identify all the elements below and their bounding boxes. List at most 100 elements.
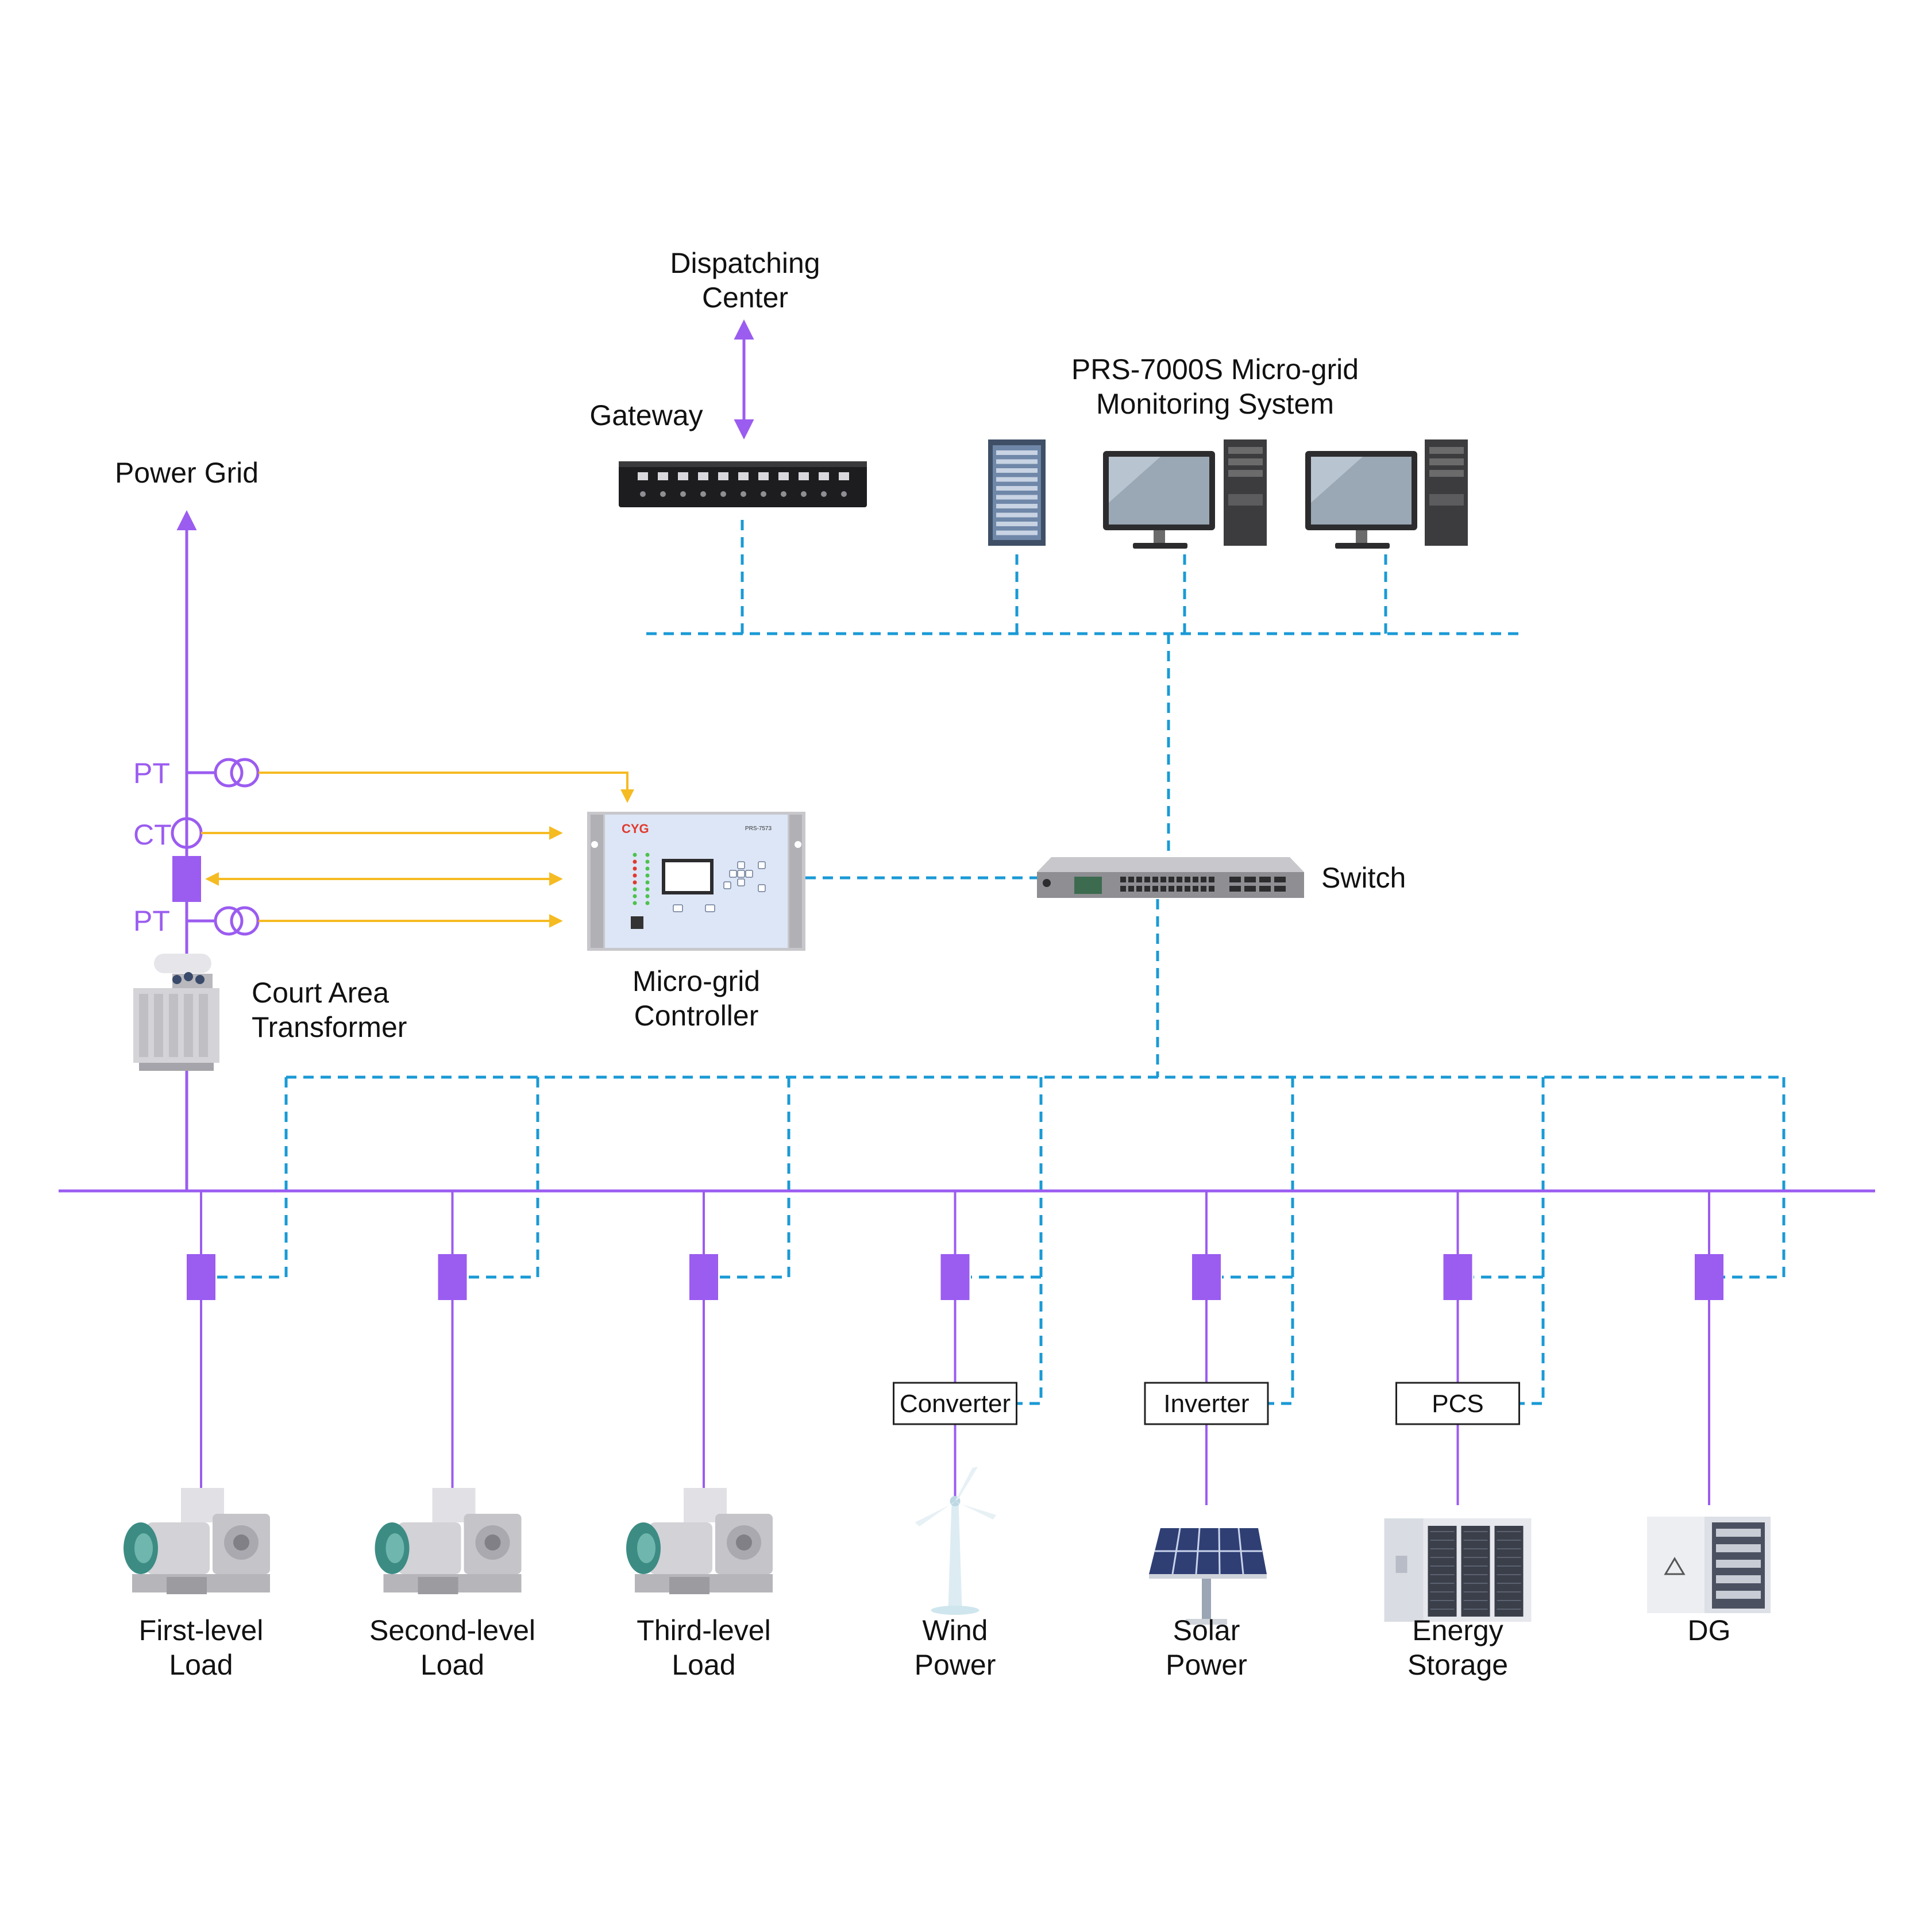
comm-drop-second-level-load bbox=[469, 1077, 539, 1279]
comm-drop-first-level-load bbox=[217, 1077, 288, 1279]
gateway-port bbox=[658, 472, 668, 480]
feeder-breaker bbox=[187, 1254, 215, 1300]
feeder-breaker bbox=[689, 1254, 718, 1300]
switch-port bbox=[1169, 877, 1174, 882]
gateway-port bbox=[819, 472, 829, 480]
gateway-port bbox=[678, 472, 688, 480]
switch-uplink-port bbox=[1244, 877, 1256, 882]
switch-port bbox=[1152, 886, 1158, 892]
controller-key bbox=[737, 870, 745, 878]
converter-label: PCS bbox=[1432, 1390, 1483, 1418]
controller-status-led bbox=[633, 853, 637, 857]
feeder-breaker bbox=[1695, 1254, 1723, 1300]
controller-key bbox=[745, 870, 753, 878]
gateway-port bbox=[799, 472, 809, 480]
switch-port bbox=[1201, 886, 1206, 892]
communication-network bbox=[217, 520, 1786, 1405]
ct-label: CT bbox=[133, 819, 172, 851]
switch-port bbox=[1152, 877, 1158, 882]
controller-key bbox=[758, 884, 766, 892]
energy-storage-label-line1: Energy bbox=[1412, 1614, 1503, 1646]
controller-key bbox=[737, 861, 745, 869]
measurement-signals bbox=[201, 772, 634, 928]
switch-port bbox=[1177, 886, 1182, 892]
switch-port bbox=[1136, 877, 1142, 882]
controller-model-label: PRS-7573 bbox=[745, 826, 772, 832]
switch-uplink-port bbox=[1229, 877, 1241, 882]
switch-port bbox=[1185, 877, 1190, 882]
first-level-load-label-line2: Load bbox=[169, 1649, 233, 1681]
switch-port bbox=[1128, 877, 1134, 882]
controller-label-line2: Controller bbox=[634, 1000, 759, 1032]
switch-port bbox=[1209, 877, 1214, 882]
switch-port bbox=[1120, 886, 1126, 892]
pt-upper-symbol-b bbox=[230, 758, 260, 788]
controller-key bbox=[729, 870, 737, 878]
wind-power-label-line2: Power bbox=[915, 1649, 996, 1681]
motor-load-icon bbox=[375, 1488, 522, 1594]
controller-status-led bbox=[645, 887, 650, 892]
third-level-load-label-line2: Load bbox=[672, 1649, 735, 1681]
pt-voltage-signal bbox=[259, 772, 634, 803]
microgrid-controller-device: CYG PRS-7573 bbox=[587, 812, 805, 951]
switch-port bbox=[1193, 886, 1198, 892]
feeder-group: First-levelLoadSecond-levelLoadThird-lev… bbox=[124, 1191, 1771, 1681]
switch-port bbox=[1144, 877, 1150, 882]
transformer-label-line2: Transformer bbox=[252, 1011, 407, 1043]
transformer-label-line1: Court Area bbox=[252, 977, 389, 1009]
switch-port bbox=[1185, 886, 1190, 892]
pt-lower-symbol-b bbox=[230, 906, 260, 936]
pt-upper-label: PT bbox=[133, 757, 170, 789]
motor-load-icon bbox=[124, 1488, 270, 1594]
switch-uplink-port bbox=[1259, 877, 1271, 882]
workstation-2-icon bbox=[1305, 439, 1468, 549]
feeder-dg: DG bbox=[1647, 1191, 1771, 1646]
gateway-port bbox=[638, 472, 648, 480]
dg-cabinet-icon bbox=[1647, 1517, 1771, 1613]
controller-status-led bbox=[633, 894, 637, 898]
switch-uplink-port bbox=[1274, 877, 1286, 882]
monitoring-system-label-line1: PRS-7000S Micro-grid bbox=[1071, 353, 1359, 385]
feeder-breaker bbox=[1192, 1254, 1221, 1300]
switch-port bbox=[1193, 877, 1198, 882]
switch-port bbox=[1120, 877, 1126, 882]
controller-status-led bbox=[633, 859, 637, 864]
controller-key bbox=[723, 881, 731, 889]
controller-status-led bbox=[633, 866, 637, 871]
comm-drop-third-level-load bbox=[720, 1077, 790, 1279]
gateway-port bbox=[718, 472, 728, 480]
pt-lower-label: PT bbox=[133, 905, 170, 937]
network-switch-icon bbox=[1037, 857, 1304, 898]
controller-brand-logo: CYG bbox=[622, 822, 649, 836]
controller-status-led bbox=[645, 873, 650, 878]
server-icon bbox=[988, 439, 1046, 546]
switch-port bbox=[1128, 886, 1134, 892]
switch-port bbox=[1160, 877, 1166, 882]
third-level-load-label-line1: Third-level bbox=[637, 1614, 770, 1646]
controller-status-led bbox=[645, 901, 650, 905]
controller-qr-code bbox=[631, 916, 643, 929]
controller-status-led bbox=[633, 873, 637, 878]
controller-key bbox=[758, 861, 766, 869]
gateway-device-icon bbox=[619, 461, 867, 507]
feeder-breaker bbox=[1443, 1254, 1472, 1300]
comm-drop-pcs bbox=[1520, 1077, 1545, 1405]
controller-key bbox=[673, 904, 683, 912]
switch-port bbox=[1144, 886, 1150, 892]
switch-port bbox=[1169, 886, 1174, 892]
gateway-port bbox=[839, 472, 849, 480]
workstation-1-icon bbox=[1103, 439, 1267, 549]
controller-status-led bbox=[645, 853, 650, 857]
grid-breaker bbox=[172, 856, 201, 902]
feeder-breaker bbox=[940, 1254, 970, 1300]
switch-port bbox=[1209, 886, 1214, 892]
solar-power-label-line2: Power bbox=[1166, 1649, 1247, 1681]
controller-status-led bbox=[633, 901, 637, 905]
feeder-breaker bbox=[438, 1254, 467, 1300]
